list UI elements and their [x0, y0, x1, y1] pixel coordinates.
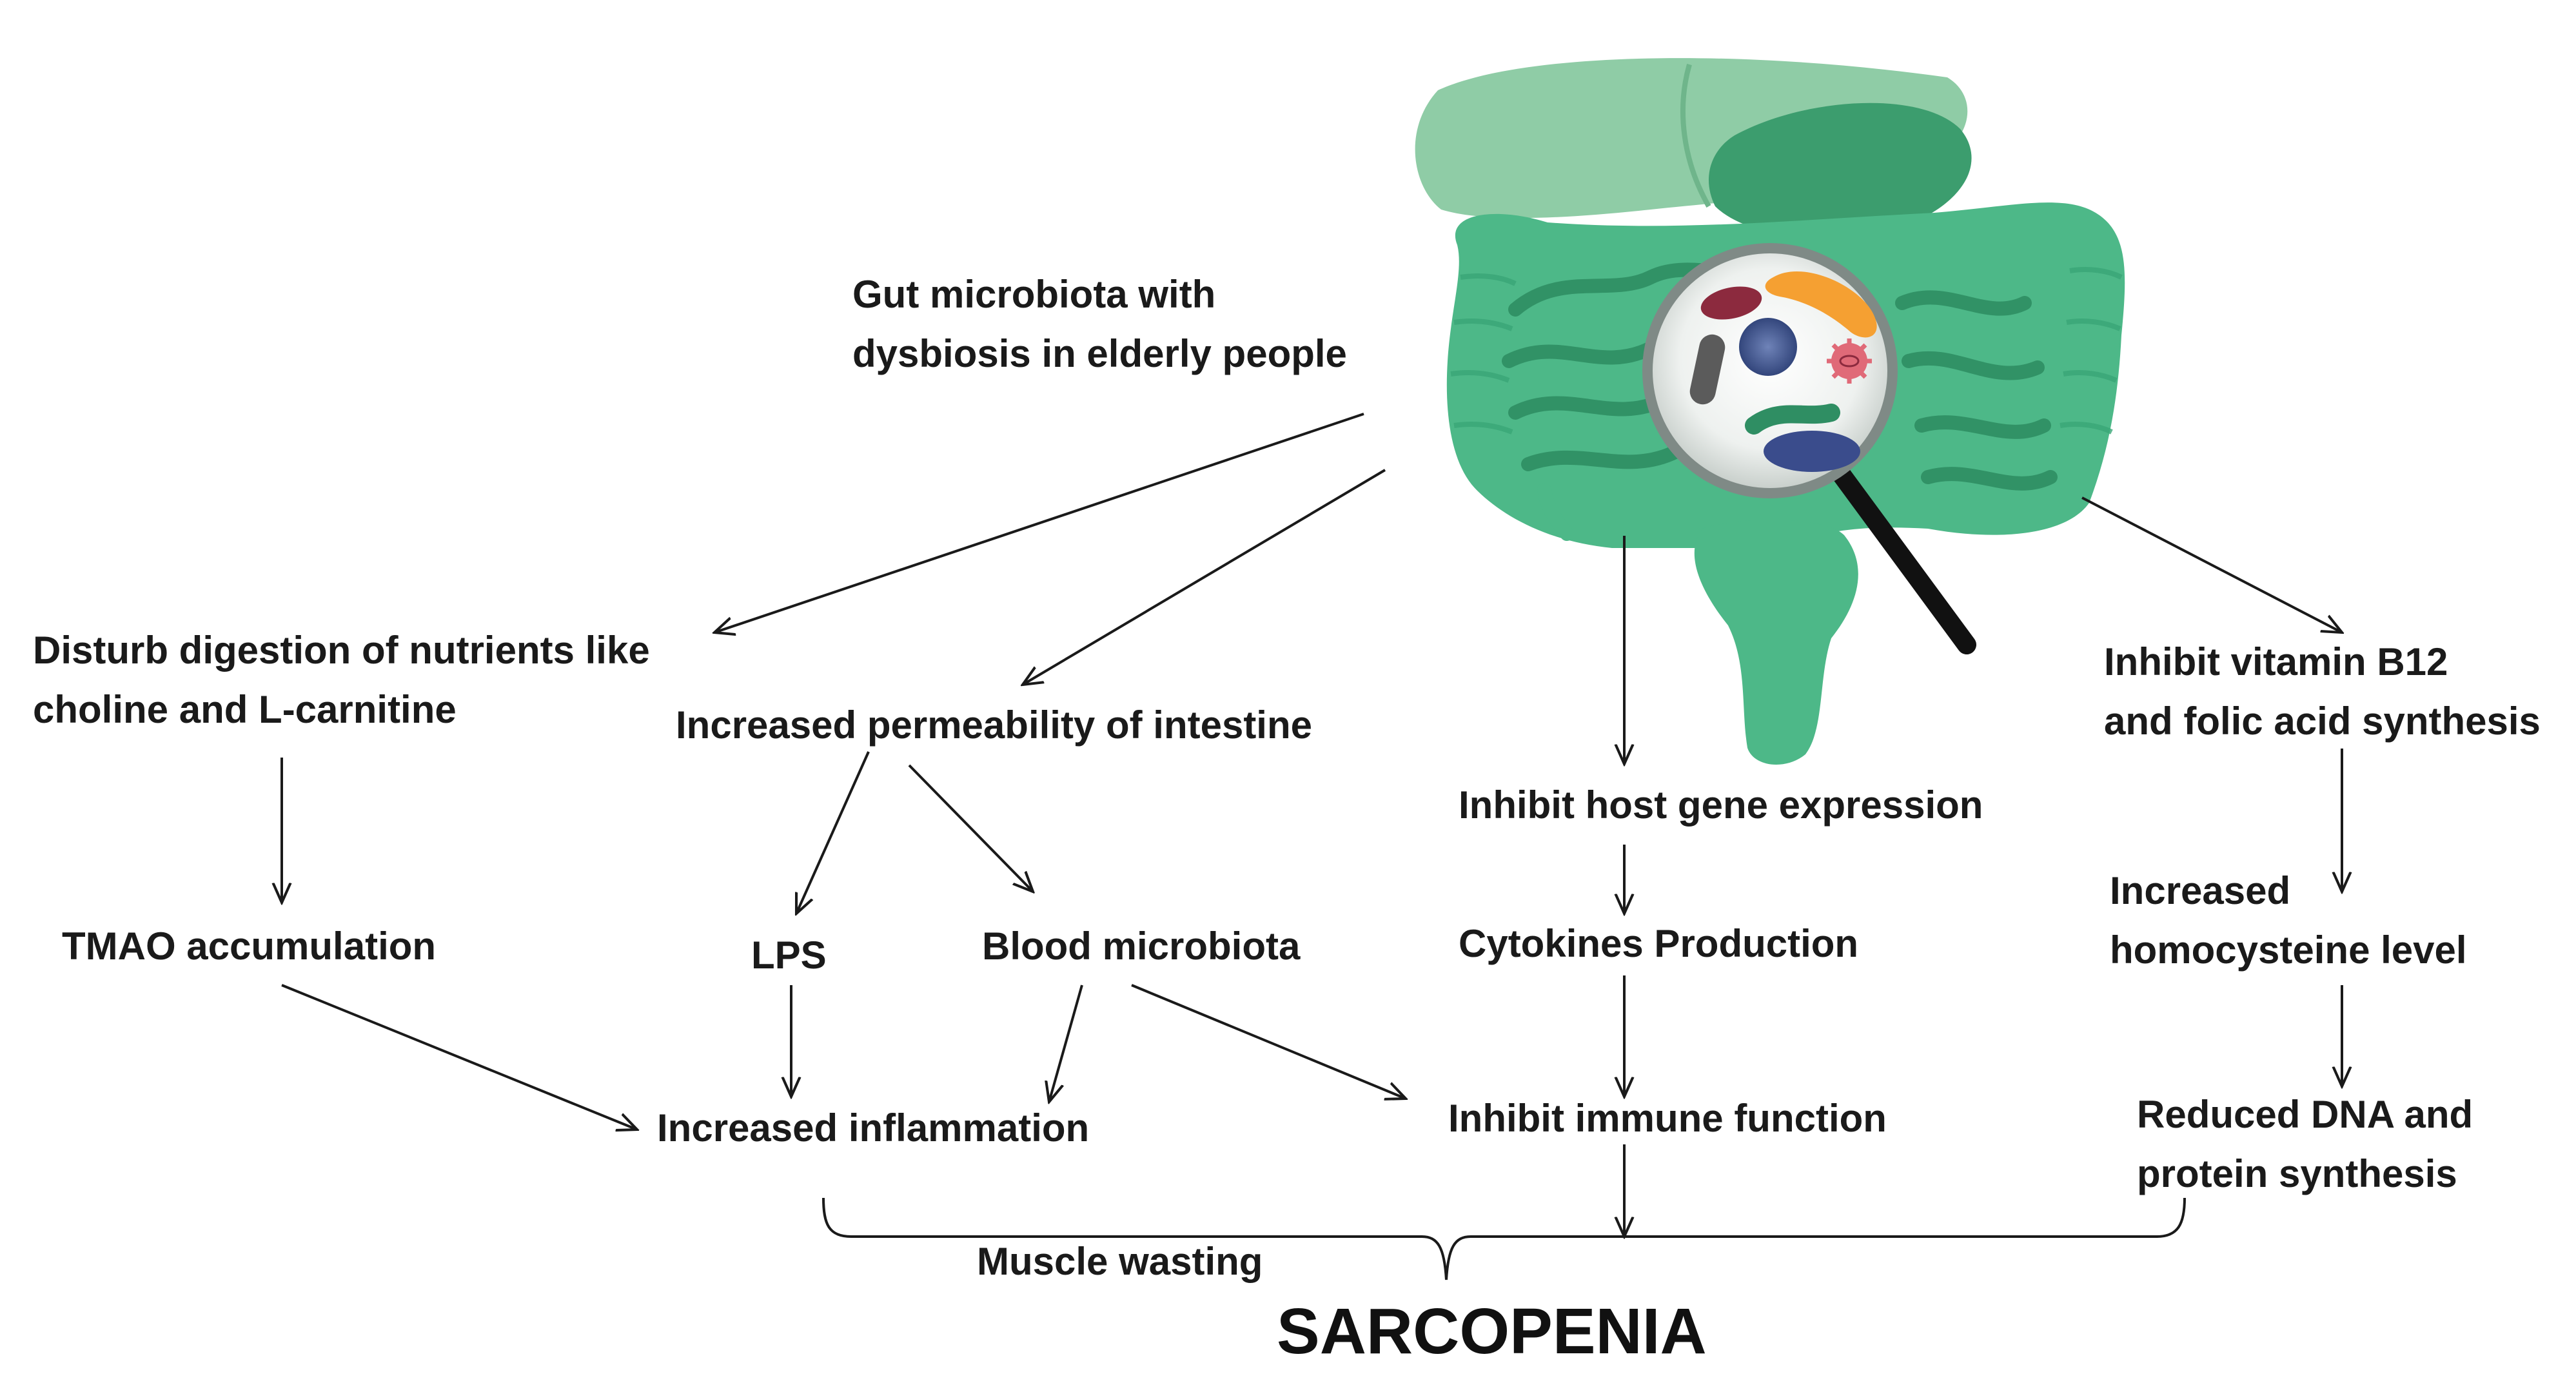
arrow-permeability-to-lps: [796, 751, 870, 914]
lps-label: LPS: [751, 934, 827, 977]
blood-microbiota-label: Blood microbiota: [982, 925, 1301, 968]
increased-inflammation-label: Increased inflammation: [657, 1106, 1090, 1150]
arrow-blood-to-immune: [1131, 984, 1406, 1099]
arrow-blood-to-inflammation: [1049, 984, 1083, 1102]
reduced-dna-label: Reduced DNA and protein synthesis: [2137, 1093, 2473, 1195]
gut-microbiota-label: Gut microbiota with dysbiosis in elderly…: [852, 273, 1347, 375]
inhibit-host-gene-label: Inhibit host gene expression: [1459, 783, 1983, 827]
arrow-gut-to-vitamin: [2081, 496, 2342, 632]
orange-bacterium-icon: [1765, 271, 1877, 338]
muscle-wasting-brace: [822, 1197, 2186, 1280]
digestive-system-illustration: [1415, 58, 2125, 765]
cytokines-production-label: Cytokines Production: [1459, 922, 1859, 965]
tmao-accumulation-label: TMAO accumulation: [62, 925, 437, 968]
blue-bacterium-icon: [1764, 431, 1860, 472]
arrow-gut-to-disturb: [714, 413, 1364, 632]
magnifier-icon: [1642, 243, 1976, 654]
inhibit-vitamin-label: Inhibit vitamin B12 and folic acid synth…: [2104, 640, 2541, 743]
green-worm-icon: [1745, 404, 1840, 435]
arrows: [281, 413, 2342, 1280]
homocysteine-label: Increased homocysteine level: [2110, 869, 2467, 972]
virus-icon: [1827, 338, 1872, 384]
arrow-permeability-to-blood: [908, 764, 1033, 892]
nucleus-icon: [1739, 318, 1797, 376]
increased-permeability-label: Increased permeability of intestine: [676, 703, 1312, 747]
rectum-shape: [1694, 520, 1858, 765]
disturb-digestion-label: Disturb digestion of nutrients like chol…: [33, 629, 650, 731]
appendix-shape: [1537, 483, 1574, 541]
muscle-wasting-label: Muscle wasting: [977, 1240, 1263, 1283]
inhibit-immune-label: Inhibit immune function: [1448, 1097, 1887, 1140]
arrow-gut-to-permeability: [1023, 469, 1386, 685]
gray-rod-icon: [1689, 334, 1726, 405]
arrow-tmao-to-inflammation: [281, 984, 637, 1130]
sarcopenia-title: SARCOPENIA: [1277, 1295, 1707, 1367]
maroon-bacterium-icon: [1700, 286, 1762, 320]
stomach-shape: [1709, 103, 1972, 239]
